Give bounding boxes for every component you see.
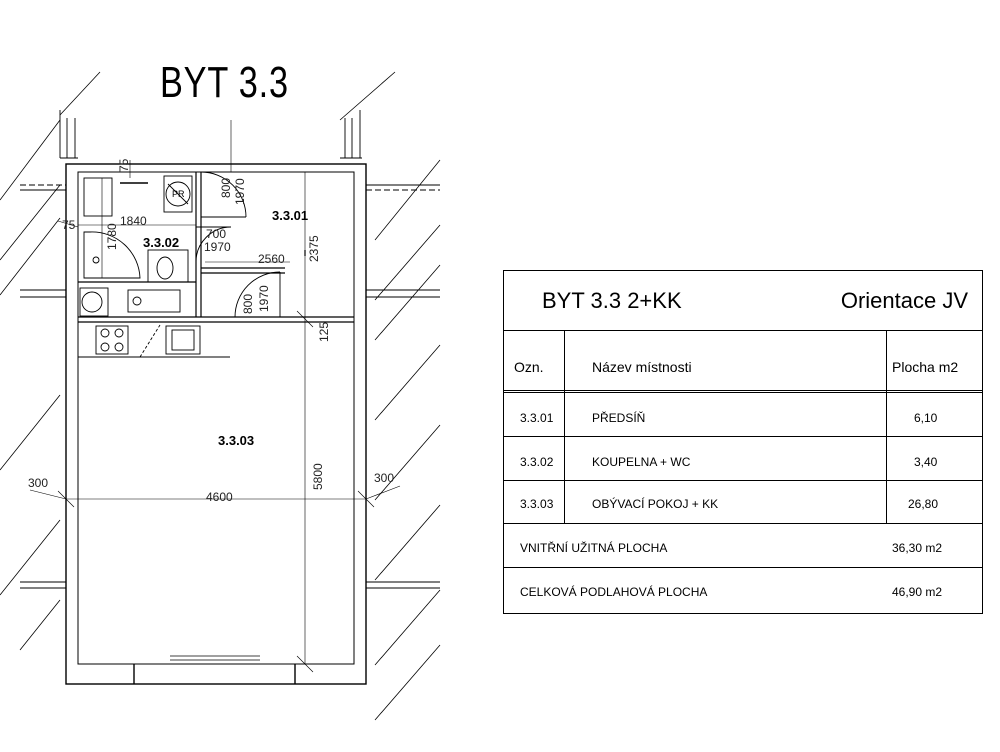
bathroom-fixtures bbox=[79, 175, 193, 317]
table-title: BYT 3.3 2+KK bbox=[542, 288, 682, 313]
table-row: 3.3.03 OBÝVACÍ POKOJ + KK 26,80 bbox=[504, 481, 982, 524]
dim-75-top: 75 bbox=[117, 158, 131, 172]
exterior-walls bbox=[65, 163, 367, 685]
header-name: Název místnosti bbox=[592, 359, 692, 375]
dim-door3-width: 800 bbox=[241, 294, 255, 314]
orientation-label: Orientace JV bbox=[840, 288, 968, 313]
dim-300-right: 300 bbox=[374, 471, 394, 485]
inner-area-label: VNITŘNÍ UŽITNÁ PLOCHA bbox=[520, 541, 668, 555]
room-label-3-3-03: 3.3.03 bbox=[218, 433, 254, 448]
dim-door3-height: 1970 bbox=[257, 285, 271, 312]
pr-label: PR bbox=[172, 189, 185, 199]
dim-300-left: 300 bbox=[28, 476, 48, 490]
total-area-label: CELKOVÁ PODLAHOVÁ PLOCHA bbox=[520, 585, 708, 599]
inner-area-row: VNITŘNÍ UŽITNÁ PLOCHA 36,30 m2 bbox=[504, 524, 982, 568]
dim-2375: 2375 bbox=[307, 235, 321, 262]
dim-door1-height: 1970 bbox=[233, 178, 247, 205]
row-area: 26,80 bbox=[908, 497, 939, 511]
table-row: 3.3.02 KOUPELNA + WC 3,40 bbox=[504, 437, 982, 481]
table-header-row: Ozn. Název místnosti Plocha m2 bbox=[504, 331, 982, 393]
kitchen-counter bbox=[78, 324, 230, 358]
row-name: PŘEDSÍŇ bbox=[592, 411, 646, 425]
table-title-row: BYT 3.3 2+KK Orientace JV bbox=[504, 271, 982, 331]
room-label-3-3-01: 3.3.01 bbox=[272, 208, 308, 223]
table-col-divider-1 bbox=[564, 331, 565, 523]
room-label-3-3-02: 3.3.02 bbox=[143, 235, 179, 250]
table-row: 3.3.01 PŘEDSÍŇ 6,10 bbox=[504, 393, 982, 437]
dim-1780: 1780 bbox=[105, 223, 119, 250]
row-code: 3.3.01 bbox=[520, 411, 554, 425]
dim-5800: 5800 bbox=[311, 463, 325, 490]
row-name: OBÝVACÍ POKOJ + KK bbox=[592, 497, 719, 511]
total-area-value: 46,90 m2 bbox=[892, 585, 943, 599]
dimension-labels: 75 75 1840 1780 800 1970 700 1970 2375 2… bbox=[28, 158, 394, 504]
dim-75-left: 75 bbox=[62, 218, 76, 232]
row-area: 3,40 bbox=[914, 455, 938, 469]
room-schedule-table: BYT 3.3 2+KK Orientace JV Ozn. Název mís… bbox=[503, 270, 983, 614]
row-code: 3.3.02 bbox=[520, 455, 554, 469]
room-labels: 3.3.01 3.3.02 3.3.03 PR bbox=[143, 189, 308, 448]
side-walls bbox=[20, 110, 440, 589]
dim-1970-bath: 1970 bbox=[204, 240, 231, 254]
row-code: 3.3.03 bbox=[520, 497, 554, 511]
header-code: Ozn. bbox=[514, 359, 544, 375]
total-area-row: CELKOVÁ PODLAHOVÁ PLOCHA 46,90 m2 bbox=[504, 568, 982, 613]
dim-700: 700 bbox=[206, 227, 226, 241]
apartment-title: BYT 3.3 bbox=[160, 58, 289, 107]
row-name: KOUPELNA + WC bbox=[592, 455, 691, 469]
inner-area-value: 36,30 m2 bbox=[892, 541, 943, 555]
table-col-divider-2 bbox=[886, 331, 887, 523]
hatch-lines bbox=[0, 71, 441, 721]
header-area: Plocha m2 bbox=[892, 359, 959, 375]
dim-2560: 2560 bbox=[258, 252, 285, 266]
dim-1840: 1840 bbox=[120, 214, 147, 228]
dim-4600: 4600 bbox=[206, 490, 233, 504]
row-area: 6,10 bbox=[914, 411, 938, 425]
dimension-lines bbox=[29, 160, 401, 673]
dim-125: 125 bbox=[317, 322, 331, 342]
doors bbox=[195, 120, 281, 318]
dim-door1-width: 800 bbox=[219, 178, 233, 198]
